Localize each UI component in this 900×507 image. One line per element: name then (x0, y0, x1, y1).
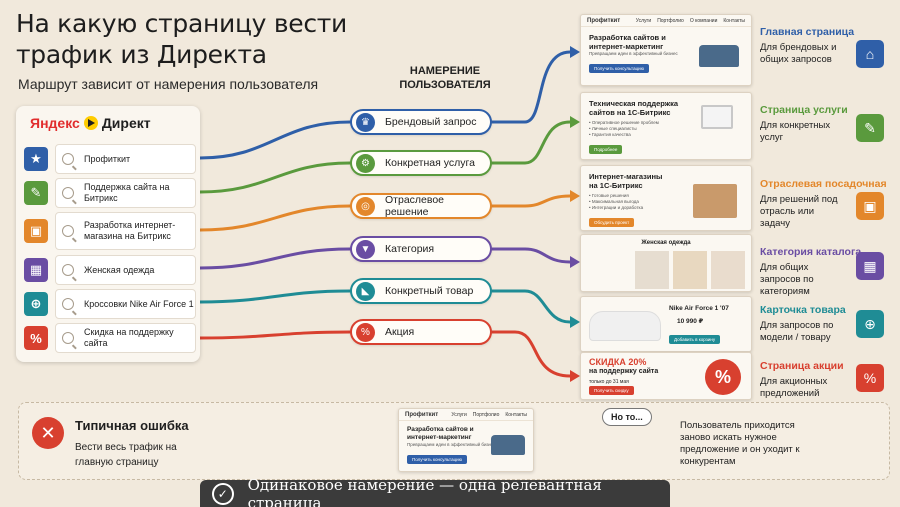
query-row: % Скидка на поддержку сайта (24, 323, 196, 353)
mock-cta-button: Получить консультацию (589, 64, 650, 73)
intent-product: ◣Конкретный товар (350, 278, 492, 304)
intent-category: ▼Категория (350, 236, 492, 262)
gear-icon: ⚙ (356, 153, 375, 173)
mistake-description: Вести весь трафик на главную страницу (75, 442, 177, 468)
intent-industry: ◎Отраслевое решение (350, 193, 492, 219)
speech-bubble: Но то... (602, 408, 652, 426)
route-line-brand-out (490, 50, 572, 124)
search-icon (62, 264, 74, 276)
mock-cta-button: Обсудить проект (589, 218, 635, 227)
intent-brand: ♛Брендовый запрос (350, 109, 492, 135)
sneaker-icon: ◣ (356, 281, 375, 301)
laptop-illustration (701, 105, 733, 129)
search-icon (62, 187, 74, 199)
grid-icon: ▦ (856, 252, 884, 280)
category-home: Главная страница Для брендовых и общих з… (760, 26, 888, 68)
route-line-category-out (490, 247, 572, 264)
close-icon: ✕ (32, 417, 64, 449)
page-subtitle: Маршрут зависит от намерения пользовател… (18, 76, 319, 92)
product-photo (673, 251, 707, 289)
page-mock-product: Nike Air Force 1 '07 10 990 ₽ Добавить в… (580, 296, 752, 352)
query-row: ⊕ Кроссовки Nike Air Force 1 (24, 289, 196, 319)
page-mock-catalog: Женская одежда (580, 234, 752, 292)
boxes-illustration (693, 184, 737, 218)
armchair-illustration (699, 45, 739, 67)
star-icon: ★ (24, 147, 48, 171)
discount-badge-icon: % (705, 359, 741, 395)
route-line-industry-out (490, 194, 572, 208)
route-line-category-in (198, 247, 352, 270)
cart-icon: ⊕ (856, 310, 884, 338)
category-service: Страница услуги Для конкретных услуг ✎ (760, 104, 888, 144)
arrow-head-brand (570, 46, 580, 58)
mock-cta-button: Получить консультацию (407, 455, 468, 464)
route-line-promo-in (198, 330, 352, 340)
route-line-product-in (198, 289, 352, 304)
arrow-head-category (570, 256, 580, 268)
wrench-icon: ✎ (856, 114, 884, 142)
query-row: ▣ Разработка интернет-магазина на Битрик… (24, 212, 196, 250)
case-icon: ▣ (24, 219, 48, 243)
mistake-title: Типичная ошибка (75, 418, 189, 433)
intent-column-header: НАМЕРЕНИЕ ПОЛЬЗОВАТЕЛЯ (399, 65, 491, 91)
category-industry: Отраслевая посадочная Для решений под от… (760, 178, 887, 229)
search-icon (62, 298, 74, 310)
armchair-illustration (491, 435, 525, 455)
target-icon: ◎ (356, 196, 375, 216)
page-mock-promo: СКИДКА 20% на поддержку сайта только до … (580, 352, 752, 400)
product-photo (711, 251, 745, 289)
arrow-head-service (570, 116, 580, 128)
mock-cta-button: Получить скидку (589, 386, 634, 395)
page-mock-industry: Интернет-магазины на 1С-Битрикс • Готовы… (580, 165, 752, 231)
query-row: ★ Профиткит (24, 144, 196, 174)
cart-icon: ⊕ (24, 292, 48, 316)
route-line-product-out (490, 289, 572, 324)
crown-icon: ♛ (356, 112, 375, 132)
route-line-service-in (198, 161, 352, 194)
sneaker-illustration (589, 311, 661, 341)
page-mock-service: Техническая поддержка сайтов на 1С-Битри… (580, 92, 752, 160)
arrow-head-promo (570, 370, 580, 382)
arrow-head-industry (570, 190, 580, 202)
shirt-icon: ▼ (356, 239, 375, 259)
home-icon: ⌂ (856, 40, 884, 68)
case-icon: ▣ (856, 192, 884, 220)
yandex-direct-logo: Яндекс Директ (30, 115, 151, 131)
search-icon (62, 332, 74, 344)
query-row: ✎ Поддержка сайта на Битрикс (24, 178, 196, 208)
page-title: На какую страницу вести трафик из Директ… (16, 9, 347, 69)
route-line-brand-in (198, 120, 352, 160)
direct-logo-icon (83, 116, 98, 130)
arrow-head-product (570, 316, 580, 328)
route-line-promo-out (490, 330, 572, 378)
category-product: Карточка товара Для запросов по модели /… (760, 304, 888, 344)
tag-icon: % (24, 326, 48, 350)
search-icon (62, 153, 74, 165)
intent-promo: %Акция (350, 319, 492, 345)
product-photo (635, 251, 669, 289)
slogan-banner: ✓ Одинаковое намерение — одна релевантна… (200, 476, 670, 507)
route-line-service-out (490, 120, 572, 165)
wrench-icon: ✎ (24, 181, 48, 205)
category-catalog: Категория каталога Для общих запросов по… (760, 246, 888, 298)
check-icon: ✓ (212, 483, 234, 505)
route-line-industry-in (198, 204, 352, 232)
intent-service: ⚙Конкретная услуга (350, 150, 492, 176)
mock-cta-button: Подробнее (589, 145, 623, 154)
query-row: ▦ Женская одежда (24, 255, 196, 285)
search-icon (62, 225, 74, 237)
percent-icon: % (356, 322, 375, 342)
mistake-result-text: Пользователь приходится заново искать ну… (680, 420, 800, 467)
category-promo: Страница акции Для акционных предложений… (760, 360, 888, 400)
percent-icon: % (856, 364, 884, 392)
grid-icon: ▦ (24, 258, 48, 282)
mock-cta-button: Добавить в корзину (669, 335, 721, 344)
